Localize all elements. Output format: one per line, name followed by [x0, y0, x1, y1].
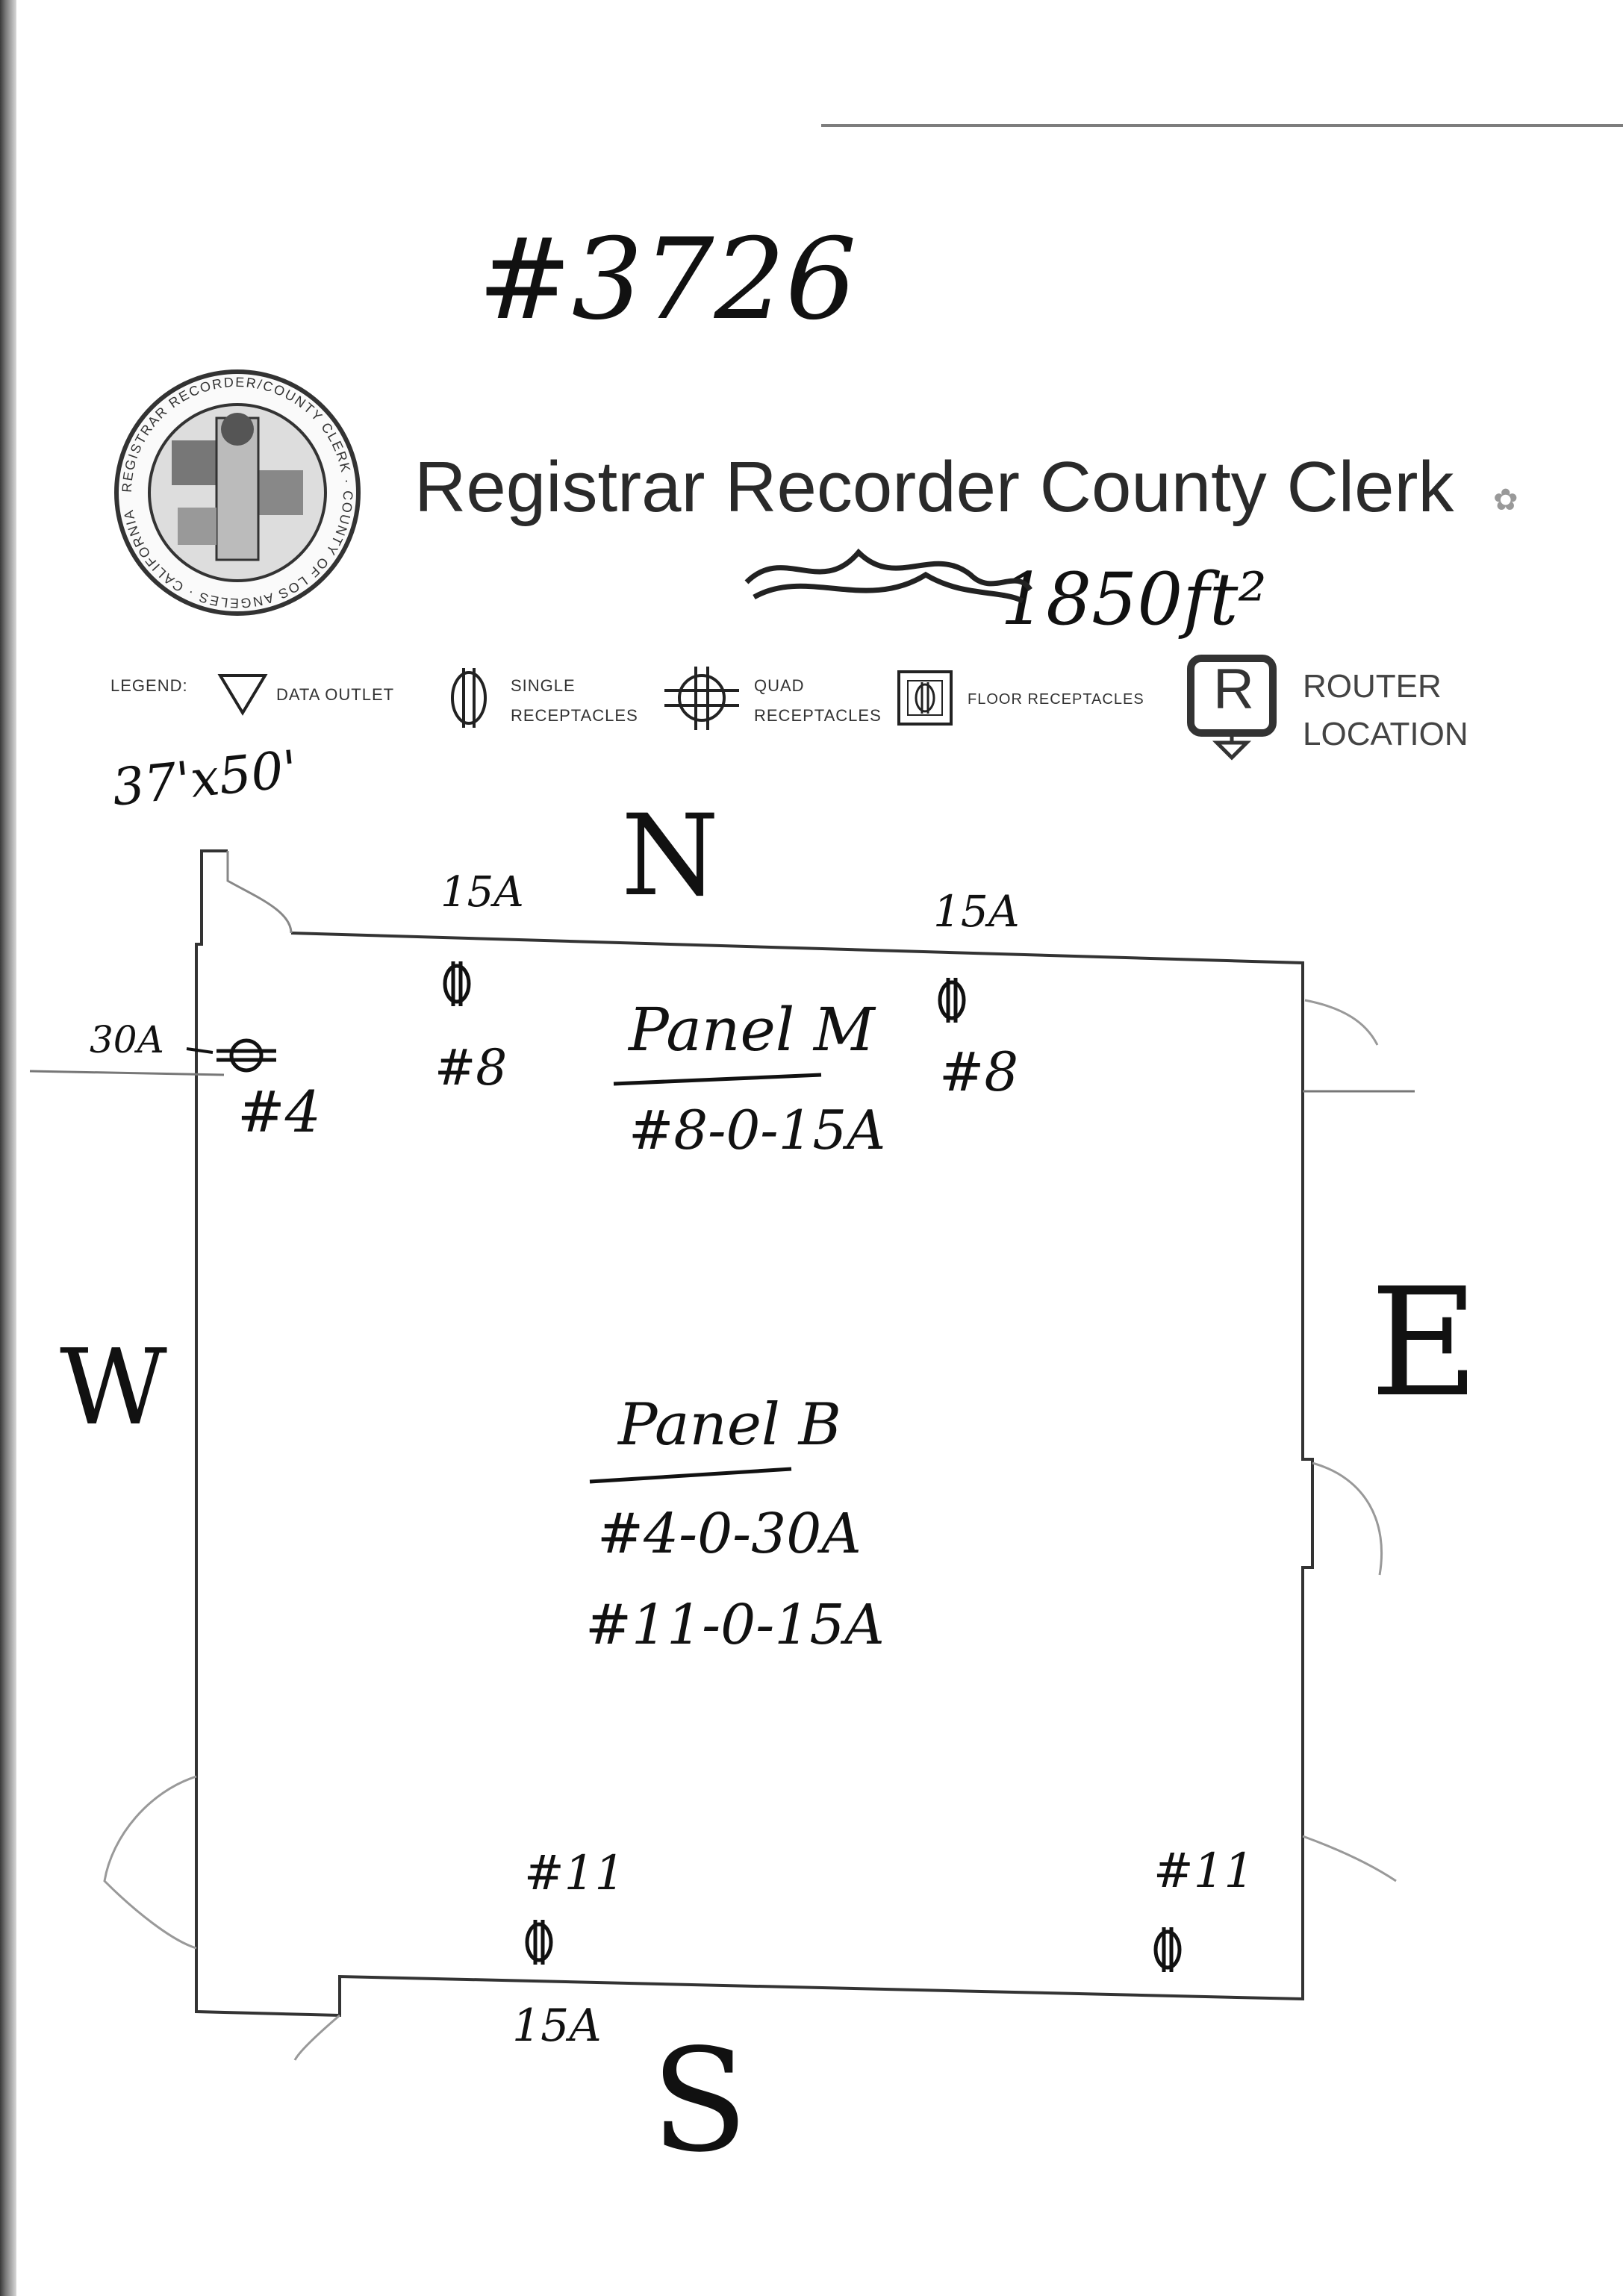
legend-router-label-1: ROUTER	[1303, 668, 1442, 705]
nw-quad-amps: 30A	[90, 1018, 164, 1061]
compass-east: E	[1370, 1256, 1479, 1430]
north-left-amps: 15A	[440, 868, 524, 917]
panel-b-circuit-2: #11-0-15A	[585, 1593, 885, 1657]
east-door-swing-top	[1304, 999, 1379, 1046]
form-number: #3726	[478, 215, 857, 345]
nw-quad-receptacle	[186, 1038, 276, 1073]
south-right-circuit: #11	[1153, 1844, 1255, 1899]
organization-title: Registrar Recorder County Clerk	[414, 447, 1454, 527]
floor-receptacle-icon	[897, 670, 953, 726]
south-left-amps: 15A	[512, 2000, 602, 2052]
west-door-swing	[103, 1775, 197, 1950]
north-left-circuit: #8	[434, 1039, 508, 1096]
page-top-rule	[821, 124, 1623, 127]
panel-m-title: Panel M	[629, 995, 875, 1064]
north-left-receptacle	[443, 961, 471, 1006]
compass-south: S	[651, 2018, 749, 2183]
router-glyph: R	[1213, 658, 1254, 721]
panel-b-underline	[589, 1467, 792, 1484]
south-door-swing	[293, 2014, 340, 2061]
svg-text:REGISTRAR RECORDER/COUNTY CLER: REGISTRAR RECORDER/COUNTY CLERK · COUNTY…	[119, 375, 355, 611]
legend-quad-label-2: RECEPTACLES	[754, 706, 882, 725]
panel-b-circuit-1: #4-0-30A	[597, 1502, 862, 1566]
south-left-circuit: #11	[524, 1846, 626, 1901]
east-door-swing	[1312, 1461, 1383, 1576]
panel-m-underline	[613, 1073, 822, 1086]
south-left-receptacle	[525, 1920, 553, 1965]
legend-data-outlet-label: DATA OUTLET	[276, 685, 395, 704]
legend-single-label-2: RECEPTACLES	[511, 706, 638, 725]
panel-b-title: Panel B	[618, 1391, 841, 1459]
nw-quad-circuit: #4	[237, 1079, 322, 1145]
north-right-receptacle	[938, 978, 966, 1023]
compass-west: W	[60, 1327, 167, 1449]
legend-quad-label-1: QUAD	[754, 676, 805, 695]
legend-router-label-2: LOCATION	[1303, 716, 1468, 752]
legend-floor-label: FLOOR RECEPTACLES	[968, 691, 1144, 708]
south-right-receptacle	[1153, 1927, 1182, 1972]
scan-edge	[0, 0, 16, 2296]
nw-door-swing	[226, 851, 293, 934]
triangle-down-icon	[217, 674, 268, 716]
title-badge-icon: ✿	[1493, 483, 1518, 517]
room-dimensions: 37'x50'	[109, 740, 301, 818]
seal-ring-text: REGISTRAR RECORDER/COUNTY CLERK · COUNTY…	[119, 375, 354, 611]
quad-receptacle-icon	[664, 667, 739, 730]
north-right-circuit: #8	[939, 1041, 1019, 1103]
se-door-swing	[1302, 1835, 1397, 1882]
legend-single-label-1: SINGLE	[511, 676, 576, 695]
legend-label: LEGEND:	[110, 676, 188, 695]
floor-area: 1850ft²	[1000, 558, 1267, 641]
compass-north: N	[621, 791, 720, 921]
panel-m-circuit-1: #8-0-15A	[629, 1099, 886, 1161]
single-receptacle-icon	[451, 668, 487, 728]
north-right-amps: 15A	[933, 886, 1020, 937]
west-extension-line	[29, 1070, 225, 1076]
